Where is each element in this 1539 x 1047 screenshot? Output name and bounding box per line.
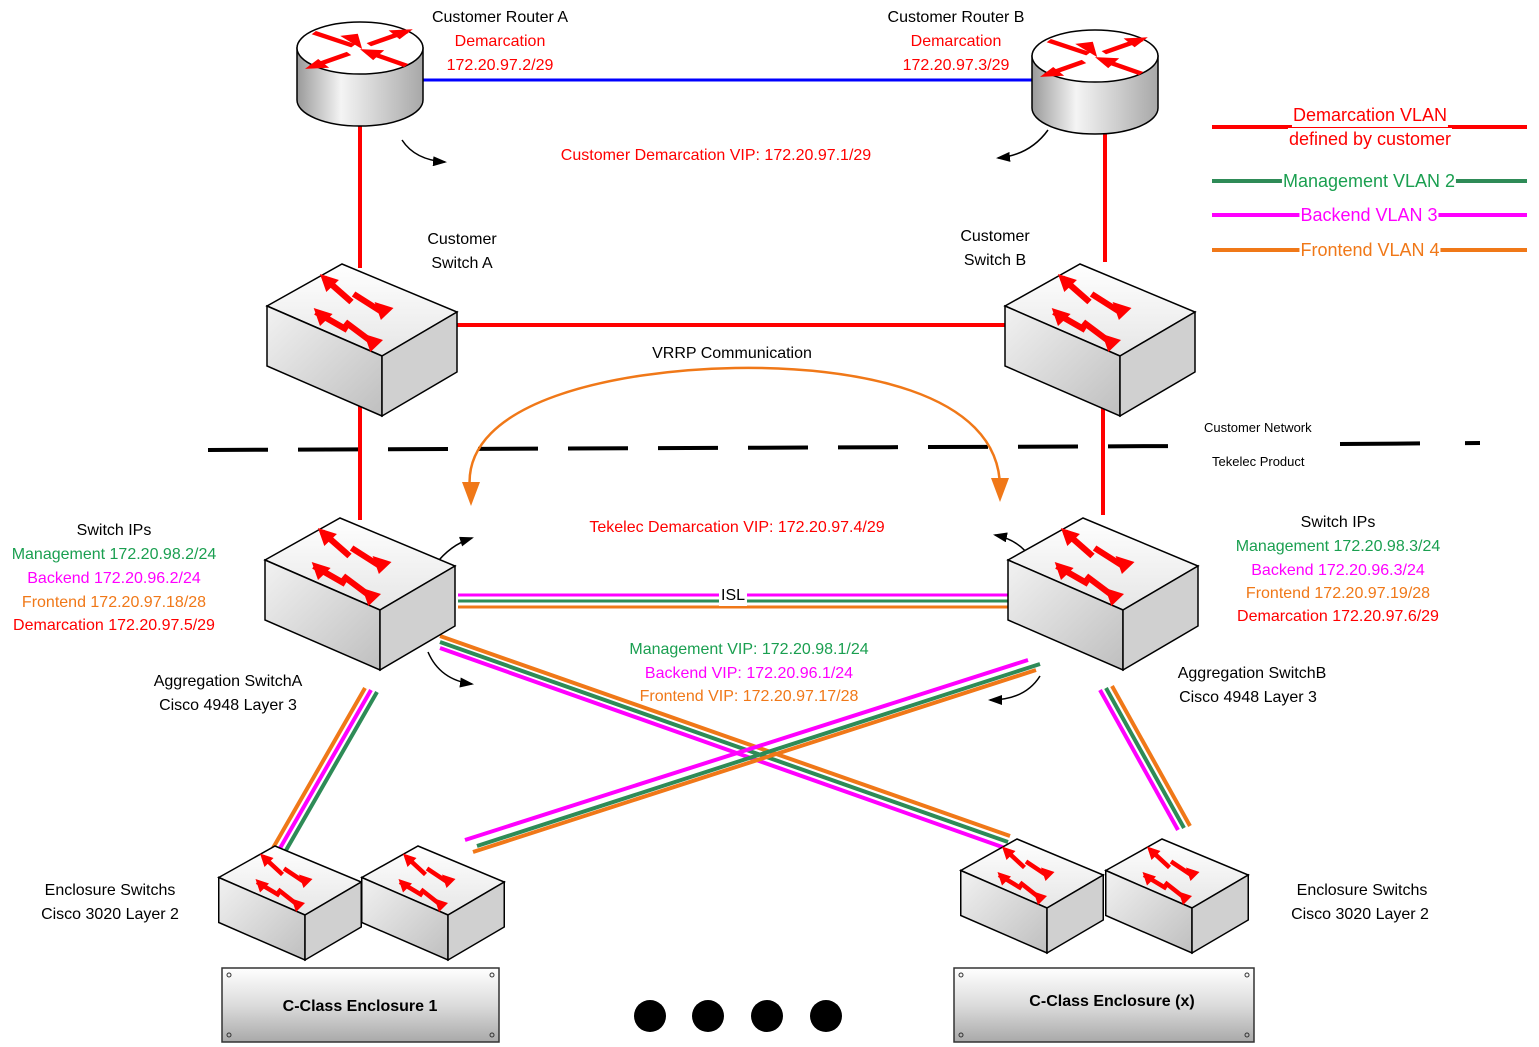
- router-a-role: Demarcation: [454, 33, 546, 50]
- network-boundary-line-right: [1339, 441, 1481, 446]
- management-vip: Management VIP: 172.20.98.1/24: [629, 641, 869, 658]
- agg-a-name: Aggregation SwitchA: [153, 673, 303, 690]
- agg-a-model: Cisco 4948 Layer 3: [159, 697, 297, 714]
- agg-b-to-left-enclosure: [464, 658, 1041, 854]
- vrrp-arrow-left: [462, 482, 480, 506]
- vrrp-arc: [468, 366, 1002, 491]
- router-b-icon: [1031, 29, 1159, 135]
- aggregation-switch-a-icon: [263, 517, 457, 672]
- agg-b-title: Switch IPs: [1300, 514, 1376, 531]
- enclosure-switches-right-line2: Cisco 3020 Layer 2: [1291, 906, 1429, 923]
- agg-b-to-right-enclosure: [1098, 685, 1192, 831]
- enclosure-switch-left-1-icon: [217, 845, 363, 962]
- legend-management: Management VLAN 2: [1281, 171, 1457, 191]
- router-a-name: Customer Router A: [431, 9, 569, 26]
- router-a-icon: [296, 21, 424, 127]
- network-boundary-line: [207, 444, 1189, 452]
- legend-demarcation-line2: defined by customer: [1287, 128, 1453, 151]
- enclosure-switch-left-2-icon: [360, 845, 506, 962]
- agg-b-model: Cisco 4948 Layer 3: [1179, 689, 1317, 706]
- customer-switch-a-line1: Customer: [427, 231, 497, 248]
- ellipsis-dots: [634, 1000, 842, 1032]
- agg-b-demarcation: Demarcation 172.20.97.6/29: [1237, 608, 1439, 625]
- legend-demarcation-line1: Demarcation VLAN: [1291, 104, 1449, 127]
- failover-arrows: [401, 129, 1049, 705]
- vrrp-arrow-right: [991, 478, 1009, 502]
- links: [271, 78, 1192, 854]
- customer-demarcation-vip: Customer Demarcation VIP: 172.20.97.1/29: [560, 147, 872, 164]
- agg-b-name: Aggregation SwitchB: [1177, 665, 1327, 682]
- router-b-name: Customer Router B: [887, 9, 1025, 26]
- agg-b-frontend: Frontend 172.20.97.19/28: [1245, 585, 1431, 602]
- aggregation-switch-b-icon: [1006, 517, 1200, 672]
- agg-b-backend: Backend 172.20.96.3/24: [1251, 562, 1425, 579]
- agg-a-to-right-enclosure: [439, 634, 1011, 850]
- enclosure-switches-left-line2: Cisco 3020 Layer 2: [41, 906, 179, 923]
- agg-a-frontend: Frontend 172.20.97.18/28: [21, 594, 207, 611]
- enclosure-switch-right-1-icon: [959, 838, 1105, 955]
- enclosure-switches-right-line1: Enclosure Switchs: [1296, 882, 1428, 899]
- enclosure-1-label: C-Class Enclosure 1: [282, 998, 438, 1015]
- enclosure-x-label: C-Class Enclosure (x): [1029, 993, 1195, 1010]
- agg-a-demarcation: Demarcation 172.20.97.5/29: [13, 617, 215, 634]
- legend-frontend: Frontend VLAN 4: [1299, 240, 1441, 260]
- enclosure-1-box: [221, 967, 500, 1043]
- agg-a-title: Switch IPs: [76, 522, 152, 539]
- legend-backend: Backend VLAN 3: [1299, 205, 1439, 225]
- agg-a-to-left-enclosure: [271, 687, 379, 853]
- customer-switch-a-icon: [265, 263, 459, 418]
- customer-switch-b-line1: Customer: [960, 228, 1030, 245]
- customer-switch-b-line2: Switch B: [963, 252, 1027, 269]
- frontend-vip: Frontend VIP: 172.20.97.17/28: [639, 688, 859, 705]
- enclosure-switches-left-line1: Enclosure Switchs: [44, 882, 176, 899]
- vrrp-label: VRRP Communication: [652, 345, 812, 362]
- tekelec-demarcation-vip: Tekelec Demarcation VIP: 172.20.97.4/29: [589, 519, 885, 536]
- boundary-above-label: Customer Network: [1204, 420, 1312, 435]
- agg-a-backend: Backend 172.20.96.2/24: [27, 570, 201, 587]
- enclosure-switch-right-2-icon: [1104, 838, 1250, 955]
- customer-switch-a-line2: Switch A: [431, 255, 493, 272]
- agg-a-management: Management 172.20.98.2/24: [11, 546, 217, 563]
- agg-b-management: Management 172.20.98.3/24: [1235, 538, 1441, 555]
- customer-switch-b-icon: [1003, 263, 1197, 418]
- router-a-ip: 172.20.97.2/29: [446, 57, 554, 74]
- backend-vip: Backend VIP: 172.20.96.1/24: [644, 665, 854, 682]
- isl-label: ISL: [718, 586, 748, 606]
- router-b-role: Demarcation: [910, 33, 1002, 50]
- router-b-ip: 172.20.97.3/29: [902, 57, 1010, 74]
- enclosure-x-box: [953, 967, 1255, 1043]
- boundary-below-label: Tekelec Product: [1212, 454, 1305, 469]
